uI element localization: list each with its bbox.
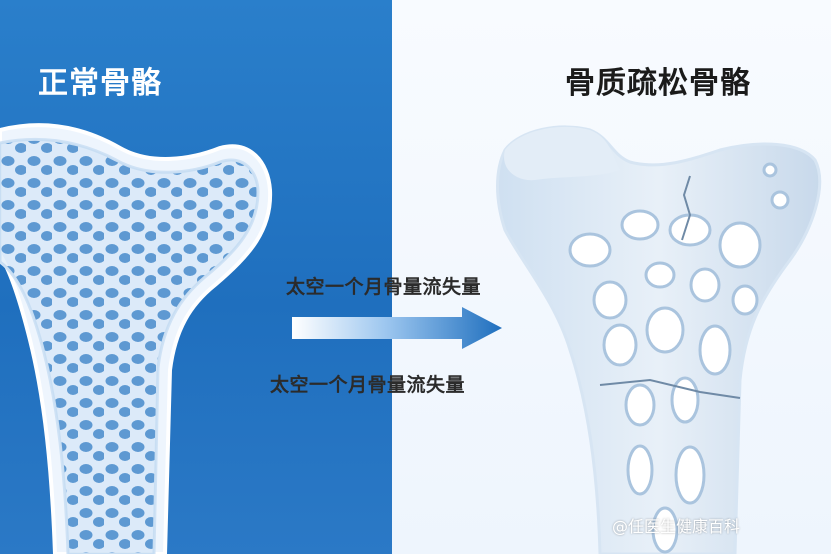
- osteoporotic-bone: [496, 125, 822, 554]
- right-arrow-icon: [292, 307, 502, 349]
- watermark-text: @任医生健康百科: [612, 517, 741, 536]
- bone-loss-caption-top: 太空一个月骨量流失量: [286, 276, 482, 298]
- osteoporotic-pores: [568, 162, 790, 554]
- osteoporosis-bone-title: 骨质疏松骨骼: [565, 66, 751, 101]
- bone-loss-caption-bottom: 太空一个月骨量流失量: [270, 374, 466, 396]
- normal-bone-title: 正常骨骼: [38, 66, 162, 101]
- normal-bone: [0, 123, 273, 554]
